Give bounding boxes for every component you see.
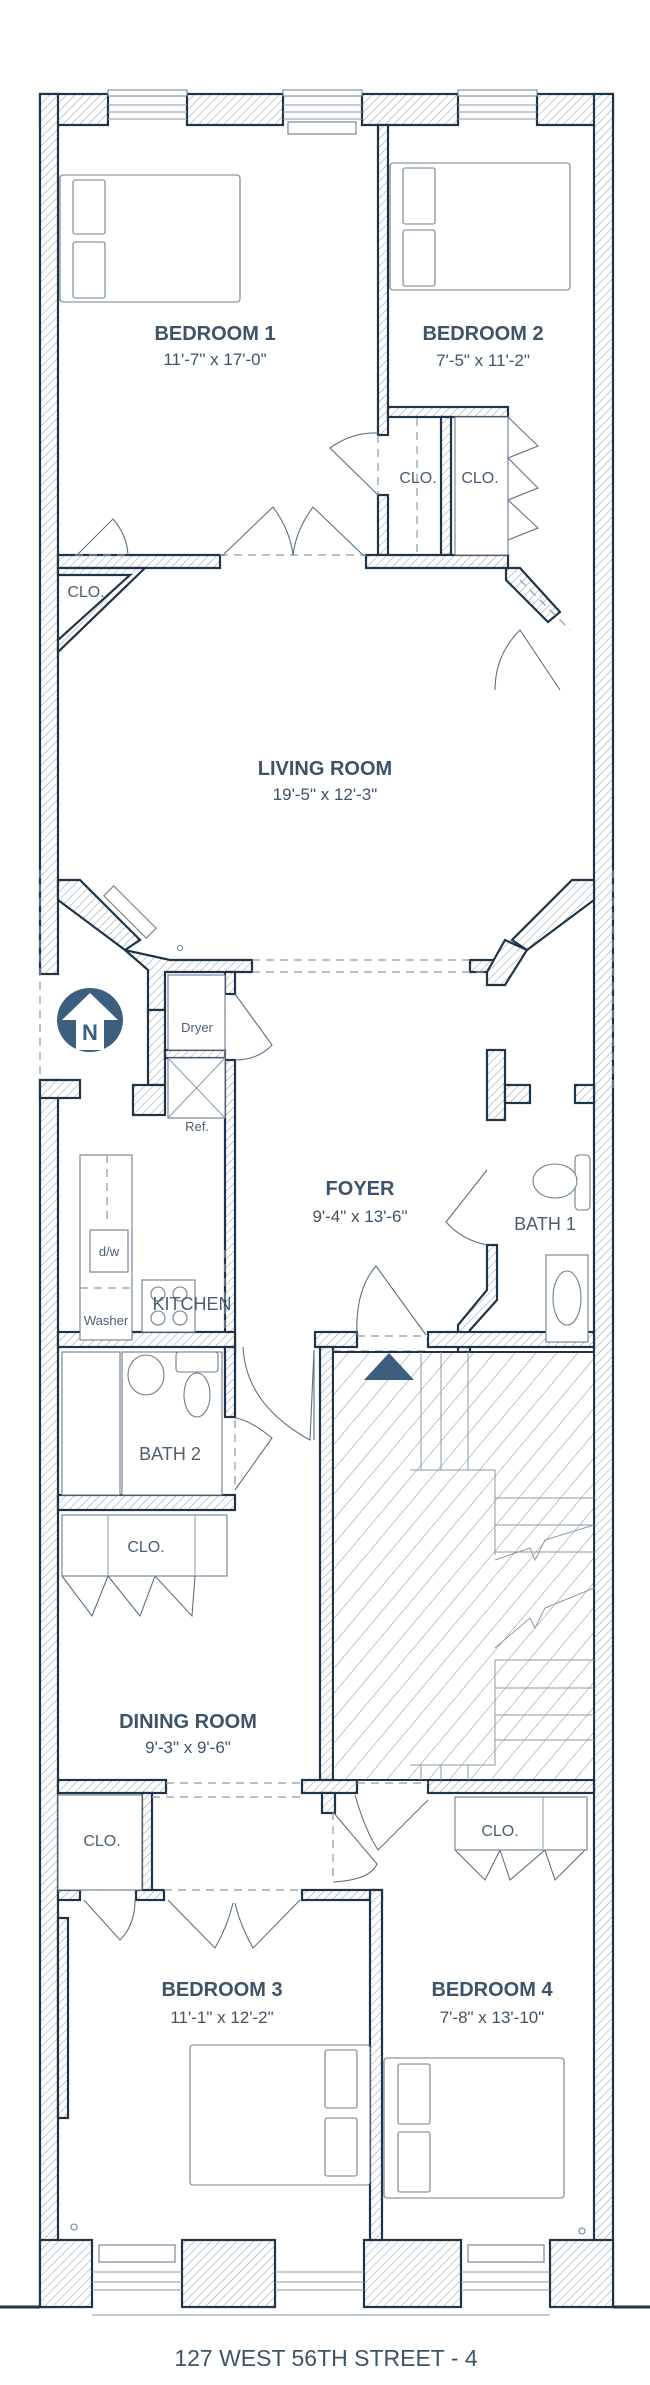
appliance-dryer: Dryer — [181, 1020, 213, 1035]
room-name-bedroom4: BEDROOM 4 — [431, 1979, 553, 2001]
entry-marker-icon — [364, 1353, 414, 1380]
room-name-dining: DINING ROOM — [119, 1711, 257, 1733]
appliance-dishwasher: d/w — [99, 1244, 120, 1259]
north-label: N — [82, 1020, 98, 1045]
exterior-walls — [38, 92, 615, 2309]
closet-label-bed4: CLO. — [481, 1823, 518, 1840]
closet-label-bed1: CLO. — [67, 584, 104, 601]
appliance-refrigerator: Ref. — [185, 1119, 209, 1134]
lot-lines — [39, 870, 614, 1090]
room-name-bedroom1: BEDROOM 1 — [154, 323, 275, 345]
room-dims-bedroom1: 11'-7" x 17'-0" — [163, 350, 266, 369]
room-dims-bedroom2: 7'-5" x 11'-2" — [436, 351, 530, 370]
closet-label-bed2-a: CLO. — [399, 470, 436, 487]
room-name-foyer: FOYER — [326, 1178, 395, 1200]
room-name-bath1: BATH 1 — [514, 1214, 576, 1234]
room-dims-foyer: 9'-4" x 13'-6" — [312, 1207, 407, 1226]
room-dims-living: 19'-5" x 12'-3" — [273, 785, 378, 804]
closet-label-bed2-b: CLO. — [461, 470, 498, 487]
plan-title: 127 WEST 56TH STREET - 4 — [174, 2345, 478, 2371]
room-dims-bedroom4: 7'-8" x 13'-10" — [440, 2008, 545, 2027]
appliance-washer: Washer — [84, 1313, 129, 1328]
fixtures — [57, 162, 591, 2235]
room-labels: BEDROOM 1 11'-7" x 17'-0" BEDROOM 2 7'-5… — [67, 323, 576, 2027]
closet-label-dining: CLO. — [127, 1539, 164, 1556]
room-dims-bedroom3: 11'-1" x 12'-2" — [170, 2008, 273, 2027]
room-name-living: LIVING ROOM — [258, 758, 392, 780]
closet-label-bed3: CLO. — [83, 1833, 120, 1850]
doors — [61, 416, 586, 1949]
room-name-bedroom3: BEDROOM 3 — [161, 1979, 282, 2001]
stairwell — [332, 1351, 595, 1781]
room-name-bedroom2: BEDROOM 2 — [422, 323, 543, 345]
top-windows — [107, 89, 538, 135]
room-name-kitchen: KITCHEN — [152, 1294, 231, 1314]
north-arrow-icon: N — [57, 988, 123, 1052]
bottom-windows — [0, 2244, 650, 2316]
room-name-bath2: BATH 2 — [139, 1444, 201, 1464]
room-dims-dining: 9'-3" x 9'-6" — [145, 1738, 231, 1757]
